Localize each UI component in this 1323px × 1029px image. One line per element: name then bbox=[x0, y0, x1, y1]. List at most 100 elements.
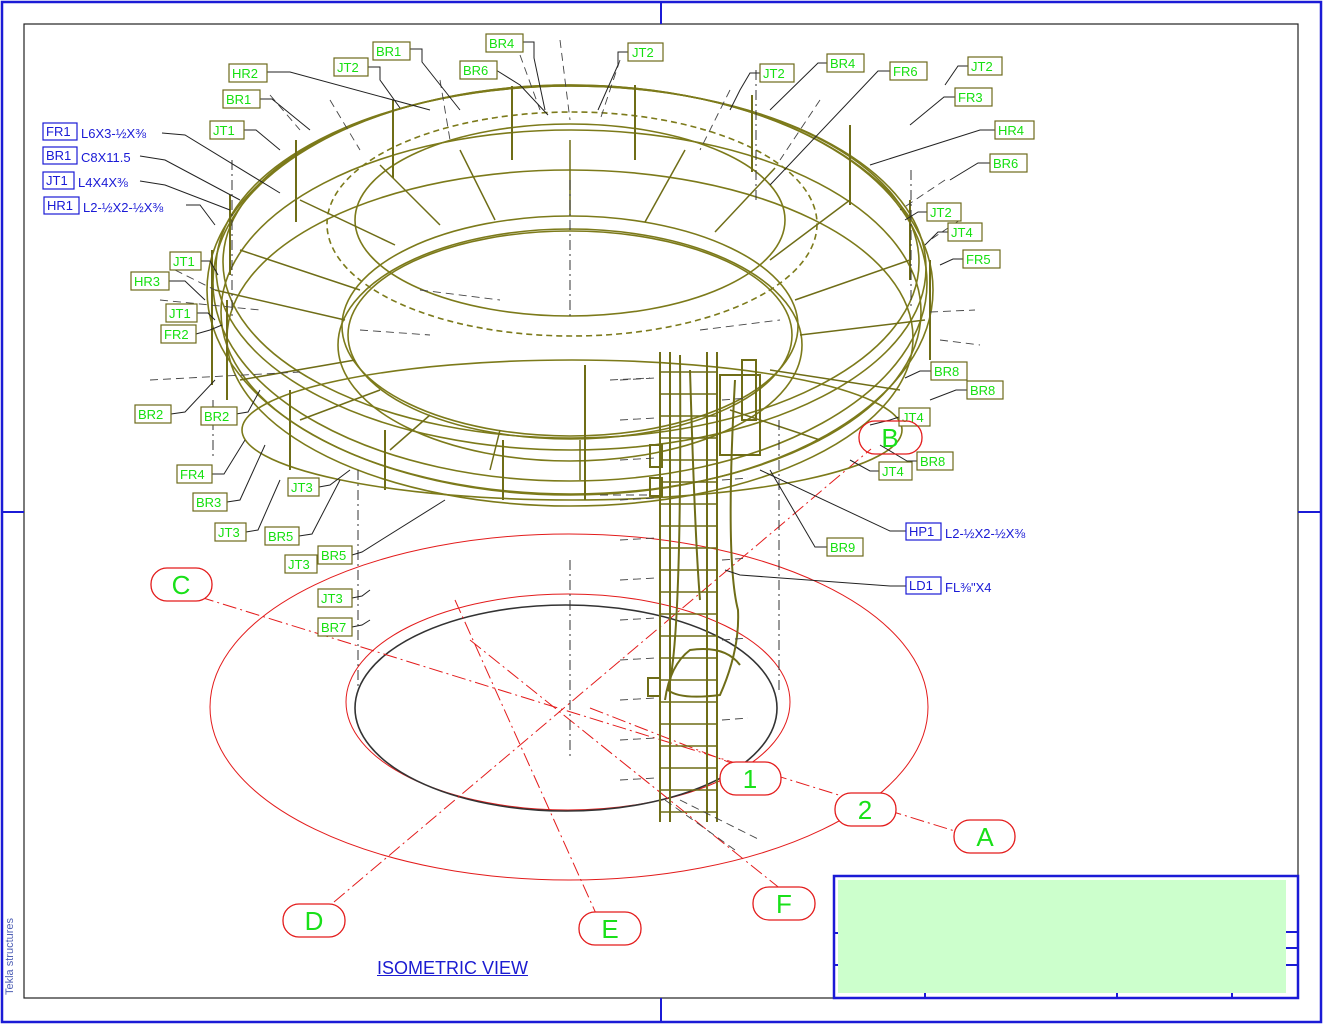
tag-jt2-b: JT2 bbox=[759, 63, 795, 83]
tag-jt1-c: JT1 bbox=[165, 303, 198, 323]
svg-text:BR9: BR9 bbox=[830, 540, 855, 555]
callout-hp1: HP1 L2-½X2-½X⅜ bbox=[905, 522, 1025, 541]
svg-text:JT3: JT3 bbox=[288, 557, 310, 572]
svg-text:HP1: HP1 bbox=[909, 524, 934, 539]
svg-text:JT1: JT1 bbox=[173, 254, 195, 269]
software-note: Tekla structures bbox=[4, 917, 16, 995]
svg-text:BR1: BR1 bbox=[226, 92, 251, 107]
svg-text:HR3: HR3 bbox=[134, 274, 160, 289]
tag-jt4-c: JT4 bbox=[878, 461, 913, 481]
svg-text:F: F bbox=[776, 889, 792, 919]
svg-text:JT3: JT3 bbox=[291, 480, 313, 495]
svg-text:C: C bbox=[172, 570, 191, 600]
svg-text:BR2: BR2 bbox=[138, 407, 163, 422]
legend-row-br1: BR1 C8X11.5 bbox=[42, 146, 131, 165]
tag-br2-a: BR2 bbox=[134, 404, 172, 424]
svg-text:JT2: JT2 bbox=[763, 66, 785, 81]
svg-text:BR4: BR4 bbox=[830, 56, 855, 71]
tag-fr6: FR6 bbox=[889, 61, 928, 81]
tag-hr4: HR4 bbox=[994, 120, 1035, 140]
grid-bubble-c: C bbox=[150, 567, 213, 602]
rail-posts bbox=[211, 85, 931, 500]
svg-text:FR3: FR3 bbox=[958, 90, 983, 105]
svg-text:JT2: JT2 bbox=[971, 59, 993, 74]
tag-jt1-a: JT1 bbox=[209, 120, 245, 140]
grid-bubble-e: E bbox=[578, 911, 642, 946]
tag-br5-a: BR5 bbox=[264, 526, 300, 546]
svg-text:FR2: FR2 bbox=[164, 327, 189, 342]
grid-bubble-1: 1 bbox=[719, 761, 782, 796]
svg-text:1: 1 bbox=[743, 764, 757, 794]
ladder-cage bbox=[647, 352, 761, 822]
tag-jt2-d: JT2 bbox=[926, 202, 962, 222]
callout-ld1: LD1 FL⅜"X4 bbox=[905, 576, 992, 595]
grid-bubble-2: 2 bbox=[834, 792, 897, 827]
svg-text:B: B bbox=[881, 423, 898, 453]
tag-fr5: FR5 bbox=[962, 249, 1001, 269]
tag-br8-a: BR8 bbox=[930, 361, 968, 381]
svg-text:BR1: BR1 bbox=[376, 44, 401, 59]
svg-text:BR6: BR6 bbox=[463, 63, 488, 78]
tag-jt1-b: JT1 bbox=[169, 251, 202, 271]
tag-fr3: FR3 bbox=[954, 87, 993, 107]
svg-text:BR5: BR5 bbox=[268, 529, 293, 544]
svg-text:JT1: JT1 bbox=[46, 173, 68, 188]
svg-text:BR6: BR6 bbox=[993, 156, 1018, 171]
svg-text:C8X11.5: C8X11.5 bbox=[81, 150, 131, 165]
hidden-lines bbox=[149, 39, 981, 496]
tag-br6-b: BR6 bbox=[989, 153, 1028, 173]
tag-br7: BR7 bbox=[317, 617, 353, 637]
svg-text:BR7: BR7 bbox=[321, 620, 346, 635]
svg-text:D: D bbox=[305, 906, 324, 936]
svg-text:BR2: BR2 bbox=[204, 409, 229, 424]
svg-text:JT1: JT1 bbox=[169, 306, 191, 321]
ladder-dim-ticks bbox=[619, 377, 761, 851]
tag-br4-top: BR4 bbox=[485, 33, 524, 53]
tag-jt3-d: JT3 bbox=[317, 588, 353, 608]
tag-jt2-top: JT2 bbox=[627, 42, 664, 62]
radial-beams bbox=[214, 140, 926, 480]
svg-text:HR1: HR1 bbox=[47, 198, 73, 213]
svg-text:2: 2 bbox=[858, 795, 872, 825]
tag-jt3-c: JT3 bbox=[284, 554, 318, 574]
svg-text:JT2: JT2 bbox=[632, 45, 654, 60]
svg-text:JT3: JT3 bbox=[321, 591, 343, 606]
part-mark-tags: BR1 BR4 JT2 JT2 BR6 HR2 BR1 JT1 JT2 BR4 … bbox=[130, 33, 1035, 637]
tag-jt2-c: JT2 bbox=[967, 56, 1003, 76]
tag-br4-b: BR4 bbox=[826, 53, 865, 73]
tag-br1-b: BR1 bbox=[222, 89, 261, 109]
grid-bubble-a: A bbox=[953, 819, 1016, 854]
grid-lines bbox=[199, 448, 959, 919]
svg-text:JT3: JT3 bbox=[218, 525, 240, 540]
legend-row-fr1: FR1 L6X3-½X⅜ bbox=[42, 122, 146, 141]
grid-bubble-f: F bbox=[752, 886, 816, 921]
title-block-fill bbox=[838, 880, 1286, 993]
svg-text:BR8: BR8 bbox=[920, 454, 945, 469]
svg-text:FR4: FR4 bbox=[180, 467, 205, 482]
svg-text:BR5: BR5 bbox=[321, 548, 346, 563]
svg-text:BR4: BR4 bbox=[489, 36, 514, 51]
legend-row-hr1: HR1 L2-½X2-½X⅜ bbox=[43, 196, 163, 215]
svg-text:JT2: JT2 bbox=[930, 205, 952, 220]
view-title: ISOMETRIC VIEW bbox=[377, 958, 529, 978]
ladder-rungs bbox=[660, 371, 717, 813]
svg-text:FR1: FR1 bbox=[46, 124, 71, 139]
legend-row-jt1: JT1 L4X4X⅜ bbox=[42, 171, 128, 190]
svg-text:L4X4X⅜: L4X4X⅜ bbox=[78, 175, 128, 190]
grid-bubbles: C B D E F A 1 bbox=[150, 420, 1016, 946]
tank-foundation bbox=[354, 604, 778, 812]
svg-text:E: E bbox=[601, 914, 618, 944]
tag-br9: BR9 bbox=[826, 537, 864, 557]
tag-jt3-a: JT3 bbox=[287, 477, 320, 497]
tag-hr2: HR2 bbox=[228, 63, 268, 83]
tag-br5-b: BR5 bbox=[317, 545, 353, 565]
svg-text:JT4: JT4 bbox=[951, 225, 973, 240]
tag-br8-c: BR8 bbox=[916, 451, 954, 471]
ring-structure bbox=[206, 84, 934, 507]
tag-fr4: FR4 bbox=[176, 464, 213, 484]
section-legend: FR1 L6X3-½X⅜ BR1 C8X11.5 JT1 L4X4X⅜ HR1 … bbox=[42, 122, 163, 215]
svg-text:A: A bbox=[976, 822, 994, 852]
svg-text:BR1: BR1 bbox=[46, 148, 71, 163]
